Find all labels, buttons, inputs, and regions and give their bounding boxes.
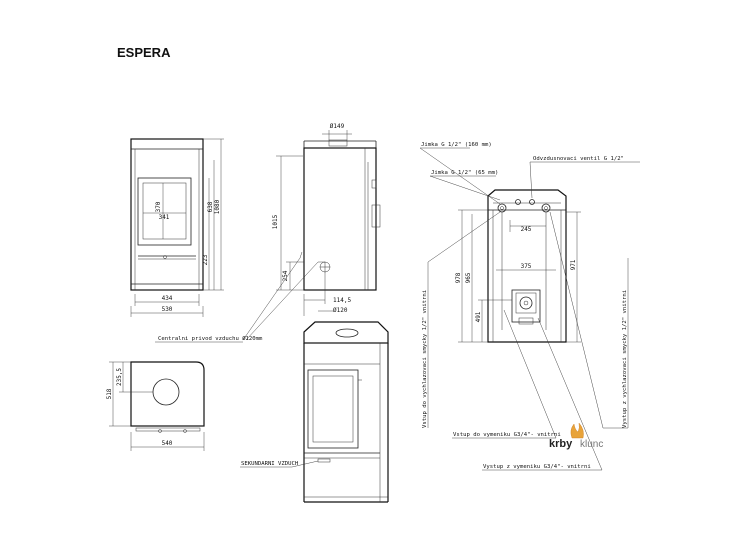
cooling-out-label: Vystup z vychlazovaci smycky 1/2" vnitrn… <box>622 290 628 428</box>
front-height-total: 1080 <box>214 199 221 214</box>
logo-part-krby: krby <box>549 438 573 450</box>
exchanger-in-label: Vstup do vymeniku G3/4"- vnitrni <box>453 432 561 438</box>
back-height-491: 491 <box>475 311 482 322</box>
front-width-outer: 530 <box>162 306 173 313</box>
krby-klunc-logo: krby klunc <box>549 422 603 450</box>
top-depth: 518 <box>106 388 113 399</box>
top-view: 518 235,5 540 <box>106 361 205 451</box>
back-dim-245: 245 <box>521 226 532 233</box>
top-width: 540 <box>162 440 173 447</box>
side-view: Ø149 1015 254 114,5 Ø120 Centralni privo… <box>155 123 381 343</box>
back-height-971: 971 <box>570 259 577 270</box>
back-dim-375: 375 <box>521 263 532 270</box>
back-view: 245 375 978 965 491 971 Jimka G 1/2" (16… <box>419 142 640 471</box>
front-height-lower: 223 <box>202 254 209 265</box>
sleeve-65-label: Jimka G 1/2" (65 mm) <box>431 170 498 176</box>
side-low-height: 254 <box>282 270 289 281</box>
sleeve-160-label: Jimka G 1/2" (160 mm) <box>421 142 492 148</box>
front-view: 341 370 434 530 223 638 1080 <box>130 138 224 317</box>
side-offset: 114,5 <box>333 297 351 304</box>
vent-valve-label: Odvzdusnovaci ventil G 1/2" <box>533 156 624 162</box>
cooling-in-label: Vstup do vychlazovaci smycky 1/2" vnitrn… <box>422 290 428 428</box>
central-air-label: Centralni privod vzduchu Ø120mm <box>158 335 263 342</box>
top-half-depth: 235,5 <box>116 368 123 386</box>
front-opening-width: 341 <box>159 214 170 221</box>
front-opening-height: 370 <box>155 201 162 212</box>
side-bottom-diameter: Ø120 <box>333 307 348 314</box>
side-height: 1015 <box>272 214 279 229</box>
product-title: ESPERA <box>117 45 171 60</box>
back-height-978: 978 <box>455 272 462 283</box>
back-height-965: 965 <box>465 272 472 283</box>
front-width-inner: 434 <box>162 295 173 302</box>
secondary-air-label: SEKUNDARNI VZDUCH <box>241 461 298 467</box>
side-top-diameter: Ø149 <box>330 123 345 130</box>
flame-icon <box>570 422 584 439</box>
exchanger-out-label: Vystup z vymeniku G3/4"- vnitrni <box>483 464 591 470</box>
logo-part-klunc: klunc <box>580 439 603 450</box>
front-height-mid: 638 <box>207 201 214 212</box>
perspective-view: SEKUNDARNI VZDUCH <box>240 321 389 503</box>
